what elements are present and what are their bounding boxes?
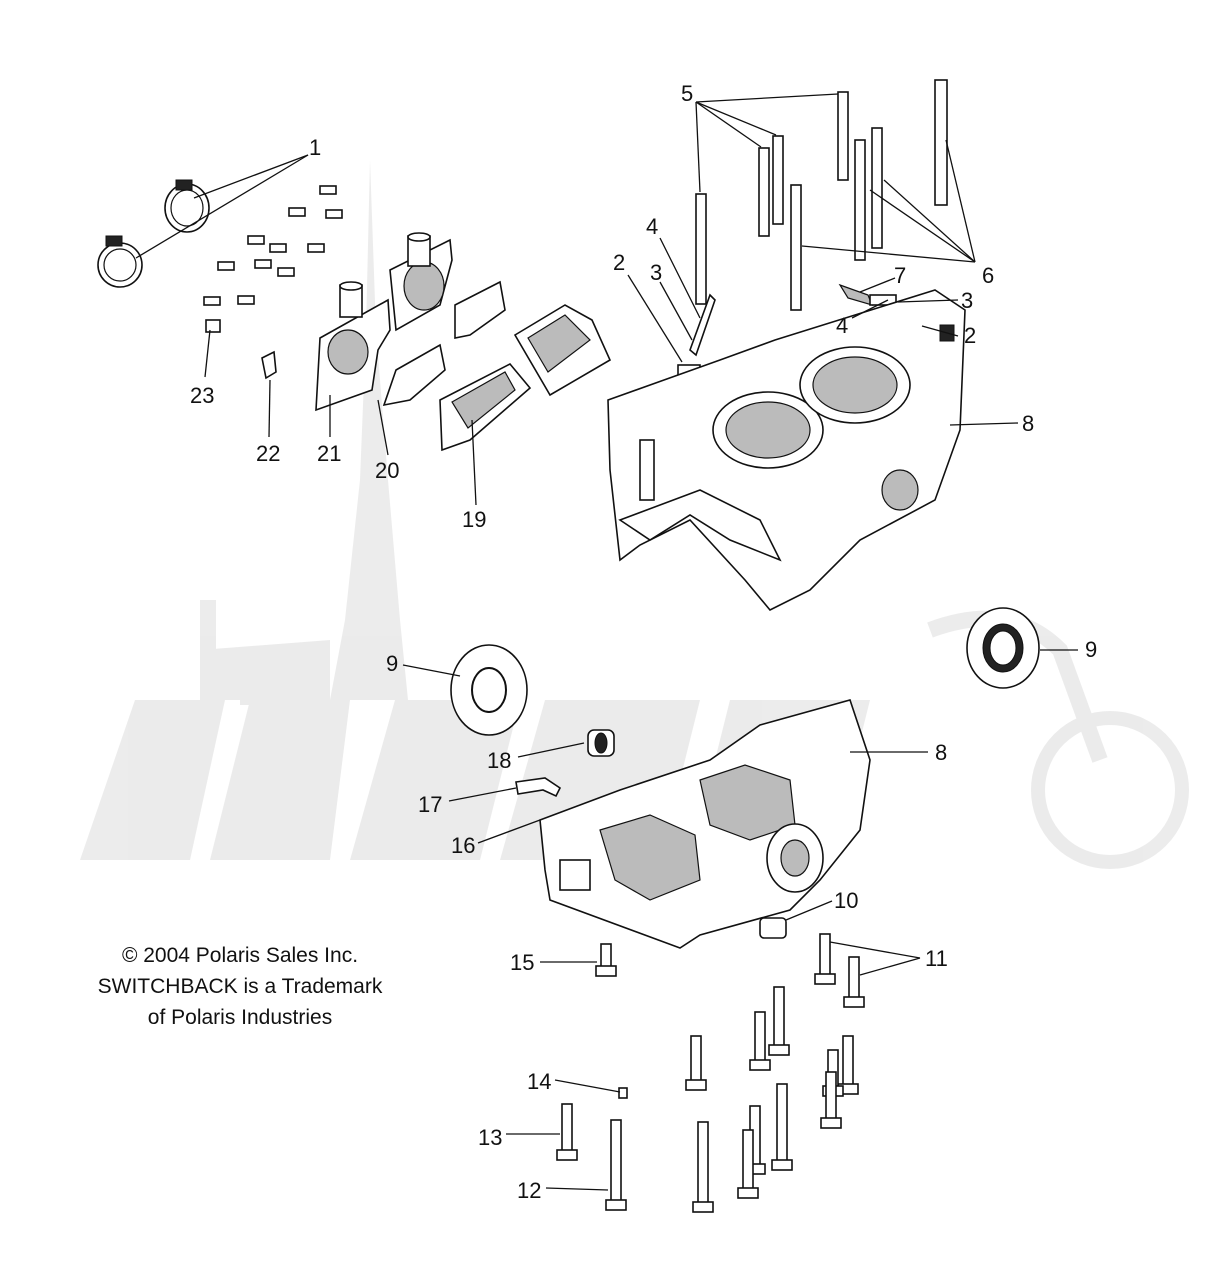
- callout-19: 19: [462, 507, 486, 532]
- callout-16: 16: [451, 833, 475, 858]
- upper-crankcase: [607, 289, 966, 611]
- callout-5: 5: [681, 81, 693, 106]
- callout-14: 14: [527, 1069, 551, 1094]
- callout-1: 1: [309, 135, 321, 160]
- callout-20: 20: [375, 458, 399, 483]
- callout-2a: 2: [613, 250, 625, 275]
- studs: [695, 91, 849, 305]
- lower-crankcase: [539, 699, 871, 949]
- callout-7: 7: [894, 263, 906, 288]
- copyright-line-3: of Polaris Industries: [147, 1006, 333, 1029]
- callout-18: 18: [487, 748, 511, 773]
- callout-8b: 8: [935, 740, 947, 765]
- plug: [759, 917, 787, 939]
- elbow-fitting: [515, 777, 562, 798]
- small-bolts: [203, 185, 343, 333]
- callout-8a: 8: [1022, 411, 1034, 436]
- callout-4b: 4: [836, 313, 848, 338]
- bushing: [587, 729, 615, 757]
- callout-labels: 1 5 4 2 3 6 7 3 4 2 8 23 22 21 20 19 9 9…: [190, 81, 1097, 1203]
- callout-3a: 3: [650, 260, 662, 285]
- copyright-line-1: © 2004 Polaris Sales Inc.: [121, 944, 359, 967]
- hose-clamps: [97, 179, 210, 288]
- callout-13: 13: [478, 1125, 502, 1150]
- callout-4a: 4: [646, 214, 658, 239]
- callout-10: 10: [834, 888, 858, 913]
- callout-3b: 3: [961, 288, 973, 313]
- callout-15: 15: [510, 950, 534, 975]
- long-studs: [790, 79, 948, 311]
- callout-23: 23: [190, 383, 214, 408]
- callout-9b: 9: [1085, 637, 1097, 662]
- callout-21: 21: [317, 441, 341, 466]
- callout-12: 12: [517, 1178, 541, 1203]
- callout-17: 17: [418, 792, 442, 817]
- crankcase-bolts: [556, 933, 865, 1213]
- seals: [450, 607, 1040, 736]
- reed-valves: [439, 304, 612, 452]
- callout-9a: 9: [386, 651, 398, 676]
- spacers: [382, 280, 506, 407]
- copyright-line-2: SWITCHBACK is a Trademark: [97, 975, 383, 998]
- callout-11: 11: [925, 946, 948, 971]
- callout-6: 6: [982, 263, 994, 288]
- leader-lines: [135, 93, 1078, 1191]
- callout-2b: 2: [964, 323, 976, 348]
- bolt-15: [595, 943, 617, 977]
- clip: [261, 350, 277, 380]
- reed-cages: [315, 232, 453, 412]
- callout-22: 22: [256, 441, 280, 466]
- copyright-notice: © 2004 Polaris Sales Inc. SWITCHBACK is …: [60, 940, 420, 1033]
